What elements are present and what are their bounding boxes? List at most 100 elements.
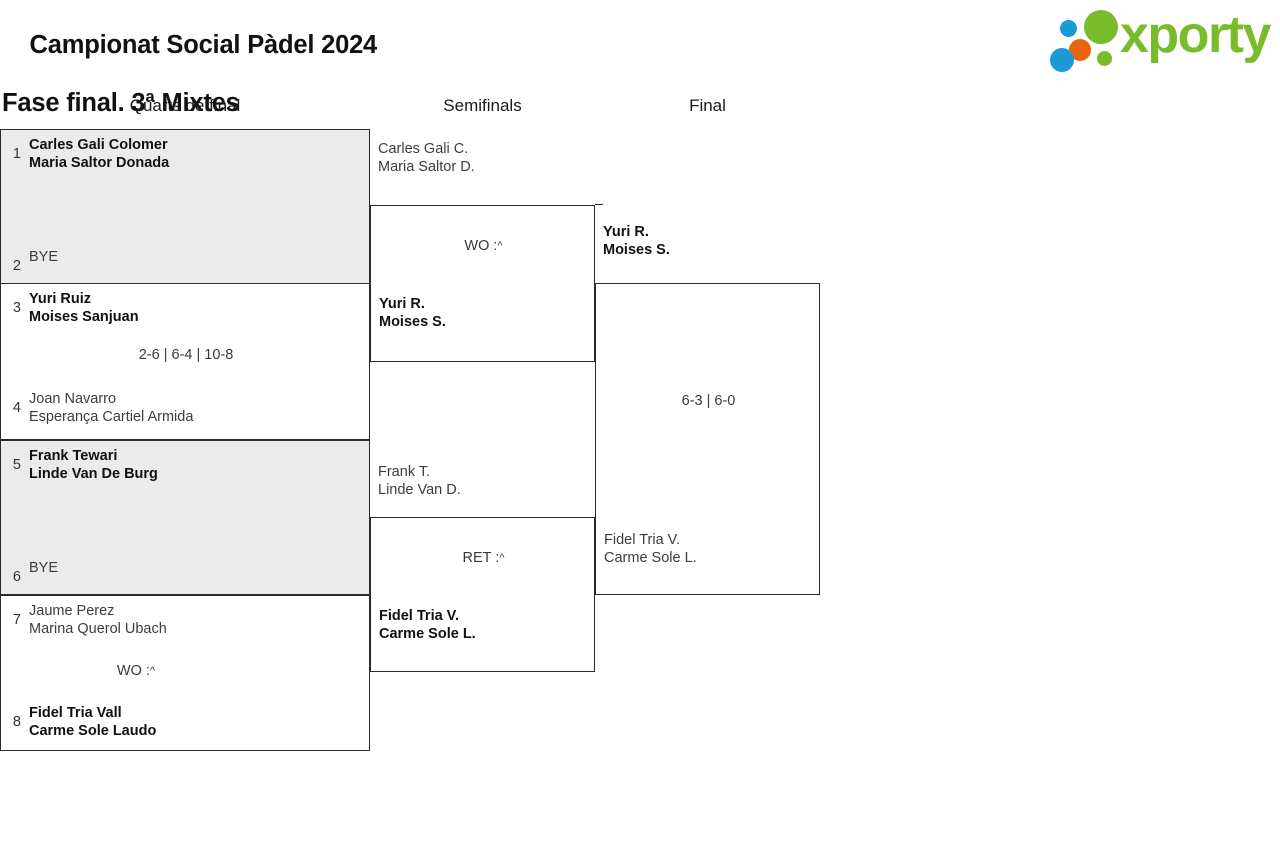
- connector-qf1-to-sf1: [369, 129, 370, 205]
- score-text: WO :: [464, 238, 498, 254]
- player-name-1: Fidel Tria V.: [604, 532, 681, 548]
- team-names: Fidel Tria V. Carme Sole L.: [596, 531, 697, 567]
- team-names: Joan Navarro Esperança Cartiel Armida: [21, 390, 193, 426]
- match-semifinal-2-top-slot[interactable]: Frank T. Linde Van D.: [370, 440, 595, 517]
- player-name-1: Yuri R.: [603, 224, 649, 240]
- match-final-team-top[interactable]: Yuri R. Moises S.: [595, 223, 670, 259]
- score-caret: ^: [497, 240, 503, 252]
- team-names: Carles Gali C. Maria Saltor D.: [370, 140, 475, 176]
- match-semifinal-1[interactable]: WO :^ Yuri R. Moises S.: [370, 205, 595, 362]
- player-name-2: Moises Sanjuan: [29, 309, 139, 325]
- match-qf4-team-top[interactable]: 7 Jaume Perez Marina Querol Ubach: [1, 602, 167, 638]
- match-qf3-team-bottom[interactable]: 6 BYE: [1, 559, 58, 586]
- xporty-logo[interactable]: xporty: [1048, 6, 1278, 72]
- team-names: Yuri Ruiz Moises Sanjuan: [21, 290, 139, 326]
- match-sf1-team-bottom[interactable]: Yuri R. Moises S.: [371, 295, 446, 331]
- team-names: Yuri R. Moises S.: [371, 295, 446, 331]
- player-name-1: Carles Gali Colomer: [29, 137, 168, 153]
- page-header: Campionat Social Pàdel 2024 Fase final. …: [0, 0, 1280, 117]
- player-name-2: Maria Saltor Donada: [29, 155, 170, 171]
- score-text: 2-6 | 6-4 | 10-8: [138, 347, 234, 363]
- match-qf2-team-top[interactable]: 3 Yuri Ruiz Moises Sanjuan: [1, 290, 139, 326]
- page-title: Campionat Social Pàdel 2024 Fase final. …: [2, 2, 377, 176]
- player-name-1: Frank Tewari: [29, 448, 118, 464]
- score-caret: ^: [499, 552, 505, 564]
- score-text: RET :: [462, 550, 500, 566]
- match-final-top-slot[interactable]: Yuri R. Moises S.: [595, 205, 820, 283]
- player-name-2: Maria Saltor D.: [378, 159, 475, 175]
- logo-wordmark: xporty: [1120, 6, 1271, 64]
- match-sf2-team-bottom[interactable]: Fidel Tria V. Carme Sole L.: [371, 607, 476, 643]
- team-names: Frank T. Linde Van D.: [370, 463, 461, 499]
- match-qf2-team-bottom[interactable]: 4 Joan Navarro Esperança Cartiel Armida: [1, 390, 194, 426]
- title-line-2: Fase final. 3ª Mixtes: [2, 89, 240, 117]
- player-name-2: Carme Sole Laudo: [29, 723, 157, 739]
- match-final-score: 6-3 | 6-0: [596, 392, 821, 410]
- seed-number: 7: [12, 612, 21, 628]
- connector-stub-sf1-top: [595, 204, 603, 205]
- player-name-2: Linde Van De Burg: [29, 466, 158, 482]
- match-final-team-bottom[interactable]: Fidel Tria V. Carme Sole L.: [596, 531, 697, 567]
- match-quarterfinal-3[interactable]: 5 Frank Tewari Linde Van De Burg 6 BYE: [0, 440, 370, 595]
- connector-qf4-to-sf2: [369, 672, 370, 751]
- connector-stub-sf2-bottom: [595, 594, 603, 595]
- player-name-2: Moises S.: [603, 242, 670, 258]
- match-semifinal-2[interactable]: RET :^ Fidel Tria V. Carme Sole L.: [370, 517, 595, 672]
- player-name-1: Frank T.: [378, 464, 431, 480]
- match-qf3-team-top[interactable]: 5 Frank Tewari Linde Van De Burg: [1, 447, 158, 483]
- seed-number: 3: [12, 300, 21, 316]
- match-qf4-team-bottom[interactable]: 8 Fidel Tria Vall Carme Sole Laudo: [1, 704, 156, 740]
- player-name-2: Linde Van D.: [378, 482, 461, 498]
- team-names: Jaume Perez Marina Querol Ubach: [21, 602, 167, 638]
- seed-number: 1: [12, 146, 21, 162]
- match-semifinal-1-top-slot[interactable]: Carles Gali C. Maria Saltor D.: [370, 129, 595, 205]
- match-sf1-team-top[interactable]: Carles Gali C. Maria Saltor D.: [370, 140, 475, 176]
- score-text: WO :: [116, 663, 150, 679]
- match-sf1-score: WO :^: [371, 237, 596, 255]
- player-name-2: Marina Querol Ubach: [29, 621, 167, 637]
- connector-sf1-to-final-top: [594, 205, 595, 283]
- player-name-1: Yuri R.: [379, 296, 425, 312]
- match-sf2-team-top[interactable]: Frank T. Linde Van D.: [370, 463, 461, 499]
- match-quarterfinal-1[interactable]: 1 Carles Gali Colomer Maria Saltor Donad…: [0, 129, 370, 284]
- seed-number: 6: [12, 569, 21, 585]
- round-header-semifinals: Semifinals: [443, 96, 522, 115]
- logo-dot-green-small-icon: [1097, 51, 1112, 66]
- match-quarterfinal-2[interactable]: 3 Yuri Ruiz Moises Sanjuan 2-6 | 6-4 | 1…: [0, 283, 370, 440]
- logo-dot-blue-top-icon: [1060, 20, 1077, 37]
- match-qf4-score: WO :^: [0, 662, 321, 680]
- player-name-1: BYE: [29, 560, 59, 576]
- player-name-1: Yuri Ruiz: [29, 291, 92, 307]
- match-qf2-score: 2-6 | 6-4 | 10-8: [1, 346, 371, 364]
- match-final[interactable]: 6-3 | 6-0 Fidel Tria V. Carme Sole L.: [595, 283, 820, 595]
- seed-number: 4: [12, 400, 21, 416]
- player-name-2: Esperança Cartiel Armida: [29, 409, 194, 425]
- player-name-1: Carles Gali C.: [378, 141, 469, 157]
- round-header-final: Final: [689, 96, 726, 115]
- match-qf1-team-bottom[interactable]: 2 BYE: [1, 248, 58, 275]
- player-name-1: Joan Navarro: [29, 391, 117, 407]
- round-header-quarterfinals: Quarts de final: [129, 96, 241, 115]
- connector-sf2-to-final-bottom: [594, 595, 595, 672]
- team-names: Fidel Tria V. Carme Sole L.: [371, 607, 476, 643]
- player-name-1: Fidel Tria V.: [379, 608, 460, 624]
- match-qf1-team-top[interactable]: 1 Carles Gali Colomer Maria Saltor Donad…: [1, 136, 169, 172]
- score-text: 6-3 | 6-0: [681, 393, 736, 409]
- player-name-1: Jaume Perez: [29, 603, 115, 619]
- player-name-2: Carme Sole L.: [379, 626, 476, 642]
- match-quarterfinal-4[interactable]: 7 Jaume Perez Marina Querol Ubach WO :^ …: [0, 595, 370, 751]
- player-name-1: Fidel Tria Vall: [29, 705, 122, 721]
- seed-number: 5: [12, 457, 21, 473]
- team-names: Frank Tewari Linde Van De Burg: [21, 447, 158, 483]
- team-names: Fidel Tria Vall Carme Sole Laudo: [21, 704, 156, 740]
- player-name-1: BYE: [29, 249, 59, 265]
- logo-dot-green-large-icon: [1084, 10, 1118, 44]
- connector-qf2-to-sf1: [369, 362, 370, 440]
- match-sf2-score: RET :^: [371, 549, 596, 567]
- player-name-2: Moises S.: [379, 314, 446, 330]
- connector-qf3-to-sf2: [369, 440, 370, 517]
- team-names: Yuri R. Moises S.: [595, 223, 670, 259]
- logo-dot-orange-icon: [1069, 39, 1091, 61]
- seed-number: 2: [12, 258, 21, 274]
